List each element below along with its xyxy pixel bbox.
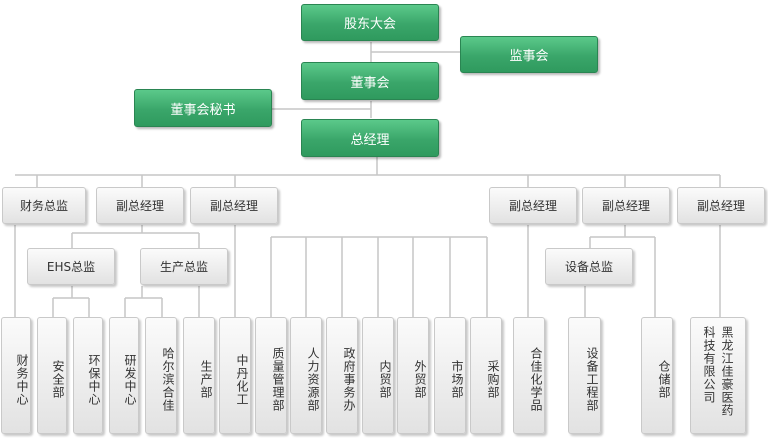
vice-gm-node-3: 副总经理 [489, 187, 577, 224]
production-director-node: 生产总监 [140, 248, 228, 285]
vice-gm-node-5: 副总经理 [677, 187, 765, 224]
dept-zhongdan-chemical: 中丹化工 [219, 317, 251, 434]
dept-foreign-trade: 外贸部 [397, 317, 429, 434]
equipment-director-node: 设备总监 [545, 248, 633, 285]
vice-gm-node-4: 副总经理 [582, 187, 670, 224]
dept-government-affairs: 政府事务办 [326, 317, 358, 434]
vice-gm-node-2: 副总经理 [190, 187, 278, 224]
dept-hejia-chemicals: 合佳化学品 [513, 317, 545, 434]
dept-safety: 安全部 [37, 317, 67, 434]
dept-market: 市场部 [434, 317, 466, 434]
dept-domestic-trade: 内贸部 [362, 317, 394, 434]
dept-harbin-jiajia: 哈尔滨合佳 [145, 317, 177, 434]
board-secretary-node: 董事会秘书 [134, 89, 272, 127]
dept-environment-center: 环保中心 [73, 317, 103, 434]
dept-equipment-engineering: 设备工程部 [568, 317, 601, 434]
dept-warehouse: 仓储部 [641, 317, 673, 434]
hlj-column-name: 黑龙江佳豪医药 [720, 326, 734, 417]
dept-production: 生产部 [183, 317, 215, 434]
dept-finance-center: 财务中心 [1, 317, 31, 434]
finance-director-node: 财务总监 [2, 187, 86, 224]
ehs-director-node: EHS总监 [27, 248, 115, 285]
dept-quality-management: 质量管理部 [255, 317, 287, 434]
general-manager-node: 总经理 [301, 119, 439, 157]
dept-purchasing: 采购部 [470, 317, 502, 434]
board-of-directors-node: 董事会 [301, 62, 439, 100]
shareholders-meeting-node: 股东大会 [301, 4, 439, 41]
vice-gm-node-1: 副总经理 [96, 187, 184, 224]
dept-rd-center: 研发中心 [109, 317, 139, 434]
dept-heilongjiang-jiahao: 黑龙江佳豪医药 科技有限公司 [690, 317, 746, 434]
hlj-column-type: 科技有限公司 [702, 326, 716, 404]
dept-human-resources: 人力资源部 [290, 317, 322, 434]
supervisory-board-node: 监事会 [460, 36, 598, 73]
